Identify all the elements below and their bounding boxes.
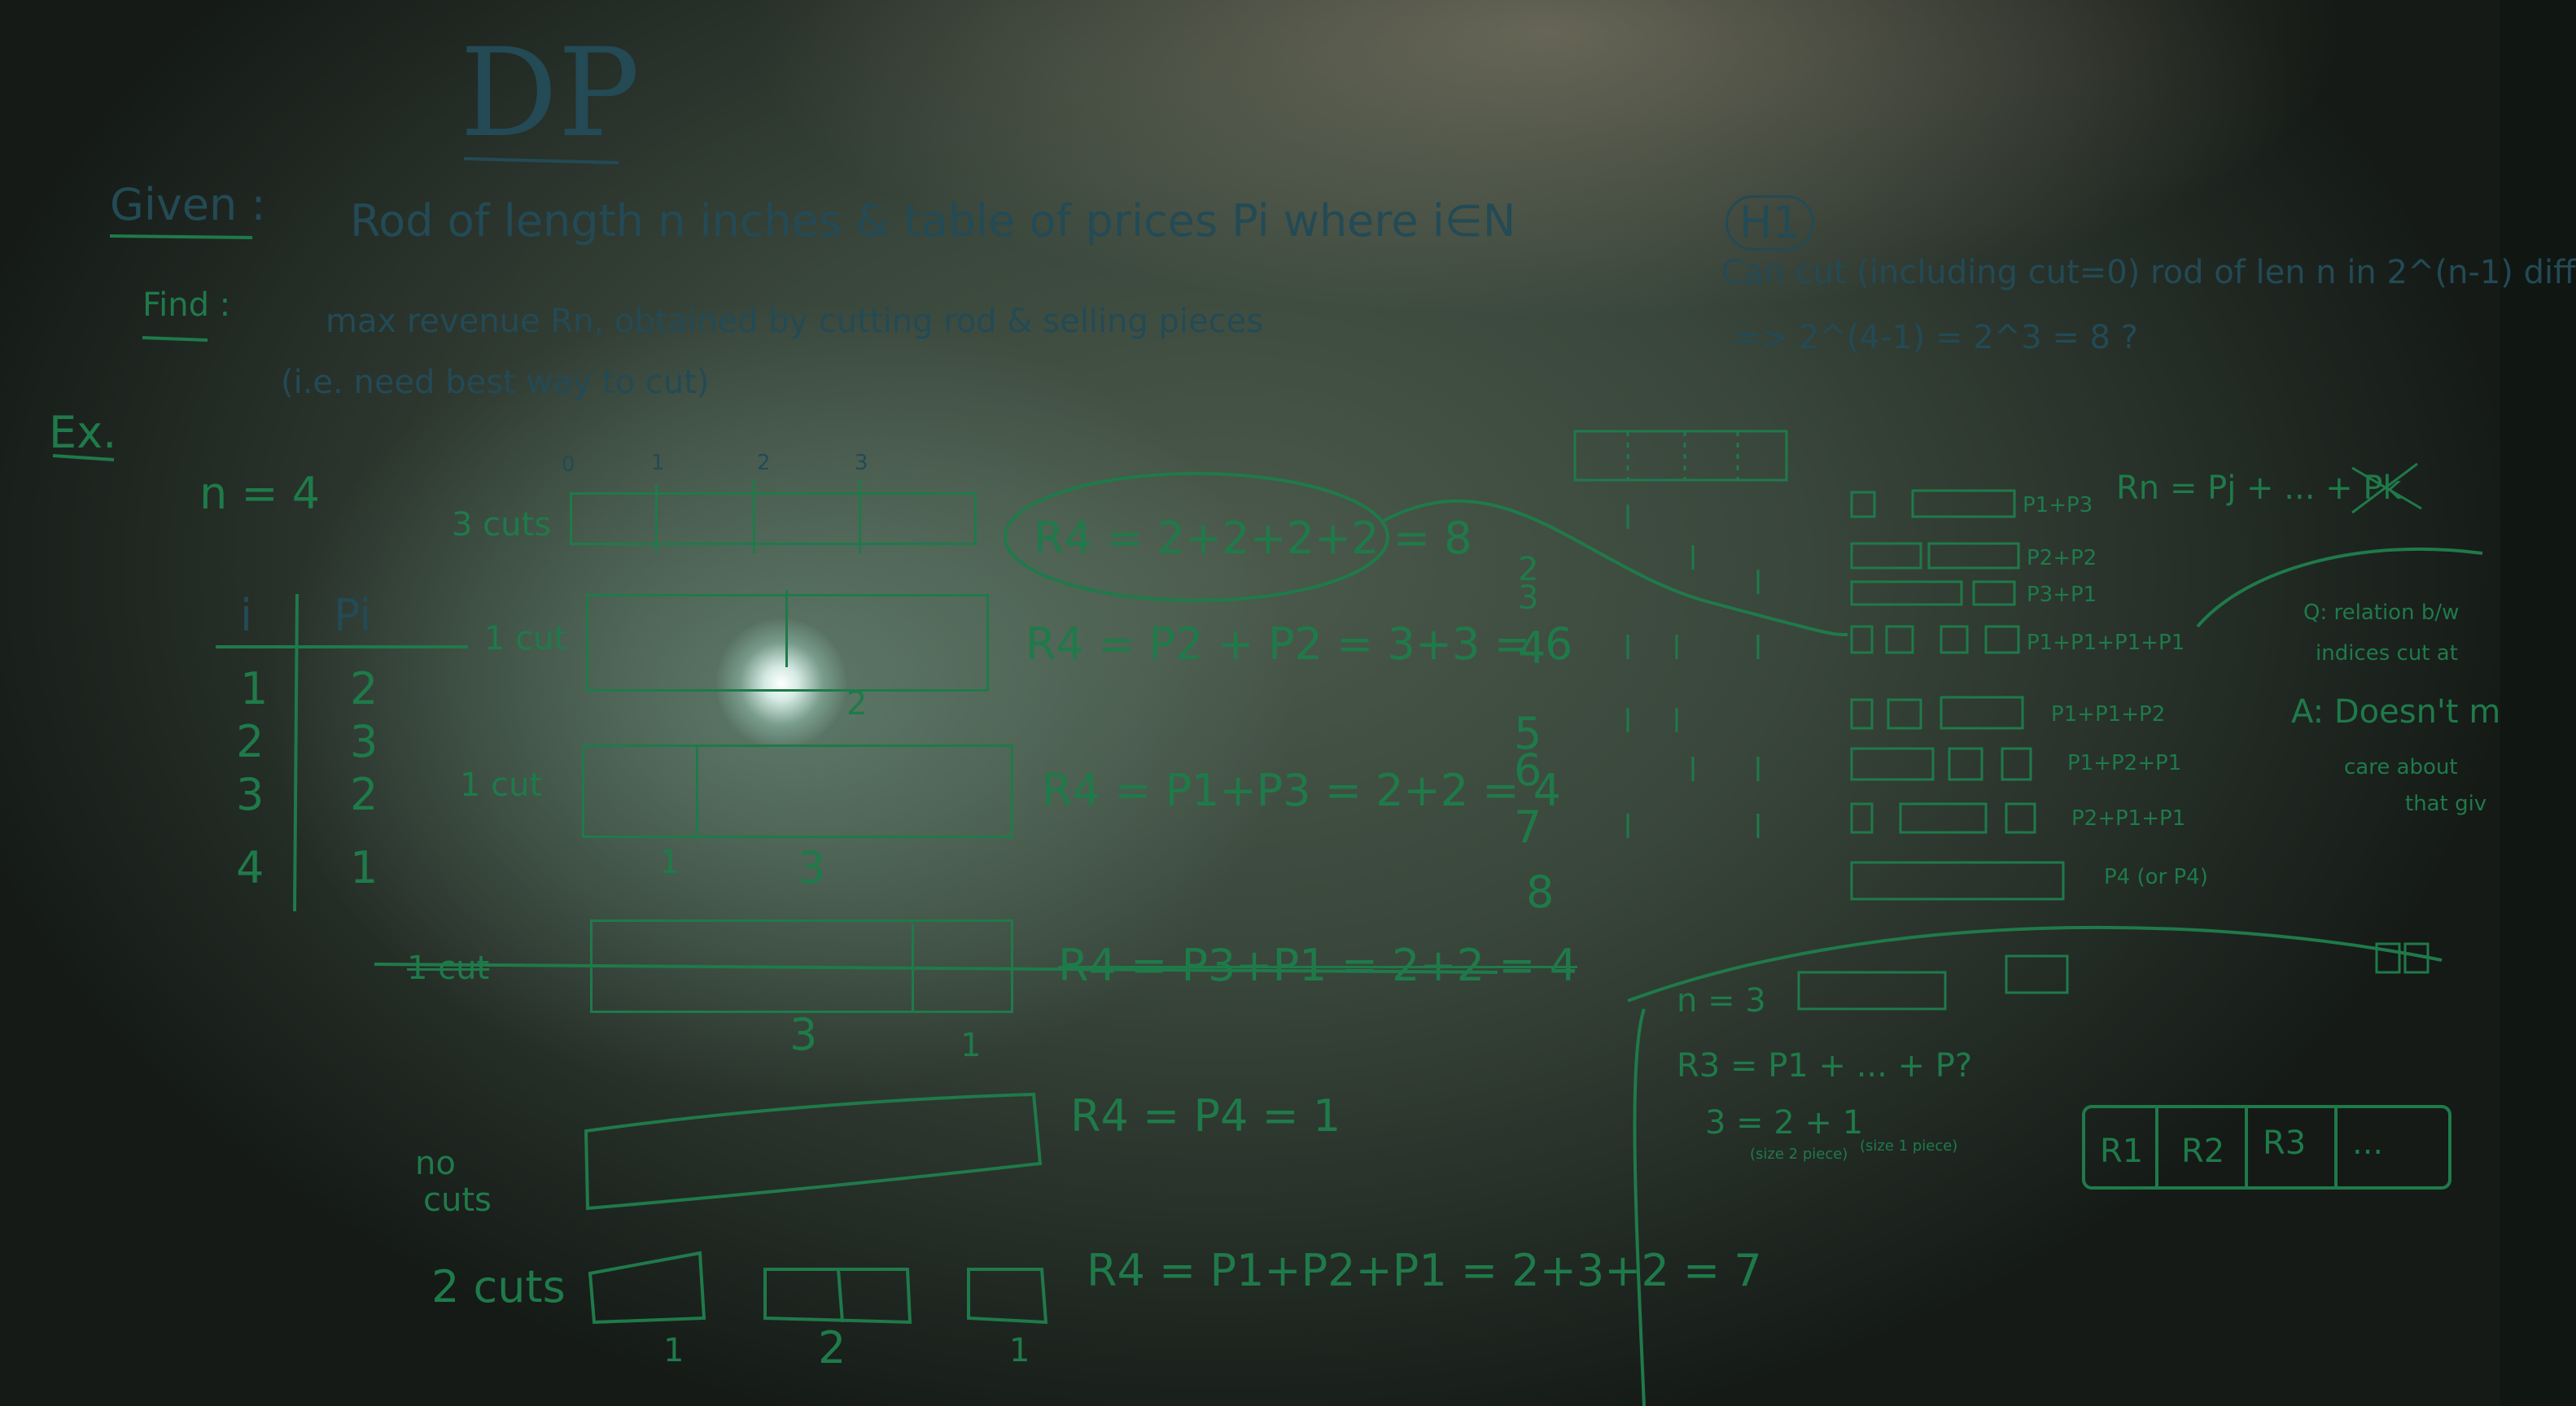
given-label: Given : — [110, 179, 266, 230]
combo-label-1: P1+P3 — [2023, 493, 2093, 517]
case1-label: 3 cuts — [452, 506, 552, 544]
h1-line1: Can cut (including cut=0) rod of len n i… — [1721, 254, 2576, 291]
case5-label-b: cuts — [423, 1181, 492, 1219]
case2-cut — [785, 590, 788, 667]
n3-box-2: R2 — [2181, 1133, 2225, 1170]
case3-segment-b: 3 — [798, 842, 826, 893]
table-i-1: 1 — [240, 663, 269, 714]
example-label: Ex. — [49, 407, 117, 458]
n-value: n = 4 — [199, 468, 321, 519]
find-note: (i.e. need best way to cut) — [281, 364, 710, 401]
case4-rod — [590, 919, 1013, 1013]
answer-line-a: A: Doesn't m — [2291, 693, 2501, 731]
n3-box-1: R1 — [2100, 1133, 2144, 1170]
row-number-8: 8 — [1526, 867, 1555, 918]
ruler-tick-3: 3 — [855, 451, 868, 475]
ruler-tick-1: 1 — [651, 451, 665, 475]
case1-cut-3 — [859, 480, 861, 553]
n3-label: n = 3 — [1677, 982, 1766, 1020]
case2-equation: R4 = P2 + P2 = 3+3 = 6 — [1026, 618, 1573, 670]
given-text: Rod of length n inches & table of prices… — [350, 195, 1516, 247]
case3-cut — [696, 747, 698, 836]
board-title: DP — [460, 23, 641, 164]
n3-box-4: ... — [2352, 1124, 2384, 1162]
case1-rod — [570, 492, 977, 545]
case3-rod — [582, 744, 1013, 838]
case4-cut — [912, 924, 914, 1013]
case2-segment: 2 — [846, 685, 868, 723]
table-p-4: 1 — [350, 842, 378, 893]
n3-box-3: R3 — [2263, 1124, 2307, 1162]
whiteboard-sketch-lines — [52, 157, 2483, 1406]
case6-segment-b: 2 — [818, 1322, 846, 1373]
question-line-a: Q: relation b/w — [2303, 600, 2460, 625]
case3-equation: R4 = P1+P3 = 2+2 = 4 — [1042, 765, 1562, 816]
table-i-2: 2 — [236, 716, 265, 767]
table-header-p: Pi — [334, 590, 372, 641]
case4-segment-a: 3 — [789, 1009, 818, 1060]
h1-label: H1 — [1725, 195, 1814, 251]
table-p-3: 2 — [350, 769, 378, 820]
table-p-2: 3 — [350, 716, 378, 767]
case1-cut-2 — [753, 480, 755, 553]
case6-equation: R4 = P1+P2+P1 = 2+3+2 = 7 — [1087, 1245, 1762, 1296]
find-label: Find : — [142, 286, 231, 324]
combo-label-5: P1+P1+P2 — [2051, 702, 2166, 727]
combo-label-8: P4 (or P4) — [2104, 865, 2208, 889]
n3-r3: R3 = P1 + ... + P? — [1677, 1047, 1973, 1085]
case4-label: 1 cut — [407, 950, 490, 987]
case6-segment-a: 1 — [663, 1332, 684, 1369]
combo-label-7: P2+P1+P1 — [2071, 806, 2186, 831]
row-number-7: 7 — [1514, 801, 1542, 853]
n3-note-a: (size 2 piece) — [1750, 1146, 1848, 1163]
table-p-1: 2 — [350, 663, 378, 714]
answer-line-b: care about — [2344, 755, 2458, 779]
flash-glare — [716, 618, 846, 749]
case1-cut-1 — [655, 484, 658, 553]
table-i-4: 4 — [236, 842, 265, 893]
find-text: max revenue Rn, obtained by cutting rod … — [326, 303, 1264, 340]
case5-equation: R4 = P4 = 1 — [1070, 1090, 1341, 1142]
question-line-b: indices cut at — [2316, 641, 2458, 666]
row-number-3: 3 — [1518, 579, 1539, 617]
rn-equation: Rn = Pj + ... + Pk — [2116, 469, 2402, 507]
combo-label-3: P3+P1 — [2027, 583, 2097, 607]
ruler-tick-2: 2 — [757, 451, 771, 475]
case4-equation: R4 = P3+P1 = 2+2 = 4 — [1058, 940, 1578, 991]
case3-segment-a: 1 — [659, 844, 680, 881]
row-number-2: 2 — [1518, 551, 1539, 588]
n3-note-b: (size 1 piece) — [1860, 1137, 1958, 1155]
n3-split: 3 = 2 + 1 — [1705, 1104, 1864, 1142]
table-header-i: i — [240, 590, 253, 641]
case3-label: 1 cut — [460, 766, 543, 804]
case1-equation: R4 = 2+2+2+2 = 8 — [1034, 513, 1472, 564]
answer-line-c: that giv — [2405, 792, 2487, 816]
case6-segment-c: 1 — [1009, 1332, 1030, 1369]
row-number-5: 5 — [1514, 708, 1542, 759]
ruler-tick-0: 0 — [562, 452, 575, 477]
combo-label-6: P1+P2+P1 — [2067, 751, 2182, 775]
case4-segment-b: 1 — [960, 1027, 982, 1064]
combo-label-4: P1+P1+P1+P1 — [2027, 631, 2185, 655]
combo-label-2: P2+P2 — [2027, 546, 2097, 570]
case5-label-a: no — [415, 1145, 456, 1182]
row-number-4: 4 — [1518, 622, 1546, 674]
case2-label: 1 cut — [484, 620, 567, 657]
table-i-3: 3 — [236, 769, 265, 820]
h1-line2: => 2^(4-1) = 2^3 = 8 ? — [1734, 319, 2138, 356]
case6-label: 2 cuts — [431, 1261, 566, 1312]
row-number-6: 6 — [1514, 744, 1542, 796]
